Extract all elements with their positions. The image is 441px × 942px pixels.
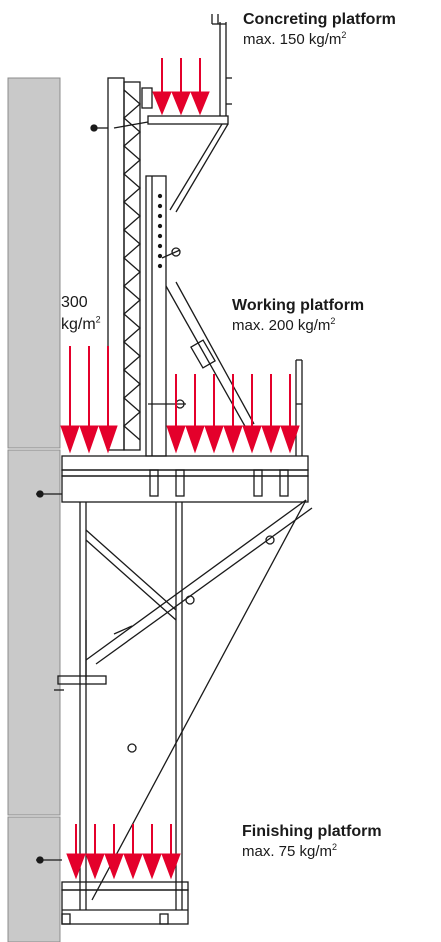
finishing-platform-load: max. 75 kg/m2 xyxy=(242,842,338,860)
finishing-platform-title: Finishing platform xyxy=(242,823,382,840)
finishing-platform-label: Finishing platform max. 75 kg/m2 xyxy=(242,822,382,862)
side-load-unit: kg/m2 xyxy=(61,314,101,333)
concrete-wall xyxy=(7,77,61,942)
working-platform-load: max. 200 kg/m2 xyxy=(232,316,336,334)
support-frame xyxy=(54,499,313,910)
side-load-arrows xyxy=(60,346,118,454)
working-platform-label: Working platform max. 200 kg/m2 xyxy=(232,296,364,336)
working-platform-title: Working platform xyxy=(232,297,365,314)
finishing-platform xyxy=(36,856,189,925)
concreting-platform-title: Concreting platform xyxy=(243,11,396,28)
concreting-platform xyxy=(141,14,232,213)
finishing-load-arrows xyxy=(66,824,181,880)
center-post xyxy=(145,175,186,457)
formwork-truss xyxy=(90,77,149,451)
side-load-label: 300 kg/m2 xyxy=(61,292,101,336)
side-load-value: 300 xyxy=(61,294,88,311)
load-arrows xyxy=(60,58,300,880)
concreting-platform-label: Concreting platform max. 150 kg/m2 xyxy=(243,10,396,50)
concreting-load-arrows xyxy=(152,58,210,116)
working-platform xyxy=(36,359,309,503)
working-load-arrows xyxy=(166,374,300,454)
concreting-platform-load: max. 150 kg/m2 xyxy=(243,30,347,48)
